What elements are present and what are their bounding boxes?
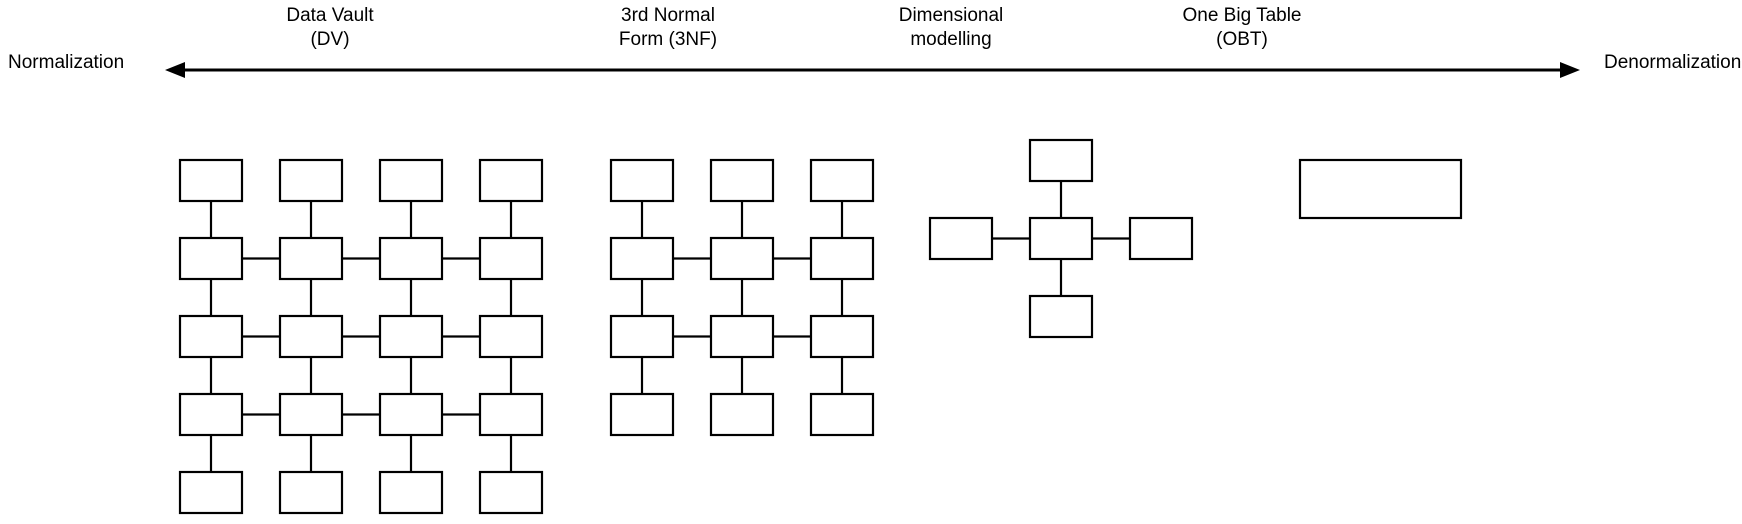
stage-label-data-vault: Data Vault (DV) <box>286 5 374 50</box>
normalization-axis <box>165 62 1580 78</box>
model-group-dimensional-modelling <box>928 138 1194 339</box>
table-node <box>478 470 544 515</box>
table-node <box>178 158 244 203</box>
table-node <box>278 392 344 437</box>
table-node <box>178 470 244 515</box>
dimension-node <box>1028 138 1094 183</box>
stage-label-dimensional-modelling: Dimensional modelling <box>898 5 1004 50</box>
dimension-node <box>1128 216 1194 261</box>
table-node <box>478 158 544 203</box>
table-node <box>809 392 875 437</box>
arrow-head-left-icon <box>165 62 185 78</box>
model-group-data-vault <box>178 158 544 515</box>
table-node <box>609 236 675 281</box>
table-node <box>178 392 244 437</box>
one-big-table-node <box>1298 158 1463 220</box>
dimension-node <box>1028 294 1094 339</box>
table-node <box>378 392 444 437</box>
table-node <box>178 236 244 281</box>
table-node <box>378 236 444 281</box>
table-node <box>378 314 444 359</box>
table-node <box>809 314 875 359</box>
table-node <box>278 158 344 203</box>
table-node <box>709 158 775 203</box>
table-node <box>709 236 775 281</box>
table-node <box>478 314 544 359</box>
table-node <box>278 470 344 515</box>
table-node <box>378 470 444 515</box>
model-group-one-big-table <box>1298 158 1463 220</box>
stage-label-one-big-table: One Big Table (OBT) <box>1182 5 1302 50</box>
arrow-head-right-icon <box>1560 62 1580 78</box>
fact-node <box>1028 216 1094 261</box>
table-node <box>709 314 775 359</box>
table-node <box>478 392 544 437</box>
table-node <box>178 314 244 359</box>
model-group-third-normal-form <box>609 158 875 437</box>
axis-label-normalization: Normalization <box>8 52 125 73</box>
table-node <box>478 236 544 281</box>
dimension-node <box>928 216 994 261</box>
table-node <box>609 158 675 203</box>
table-node <box>809 158 875 203</box>
table-node <box>378 158 444 203</box>
table-node <box>278 236 344 281</box>
stage-label-third-normal-form: 3rd Normal Form (3NF) <box>618 5 718 50</box>
axis-label-denormalization: Denormalization <box>1604 52 1742 73</box>
table-node <box>609 314 675 359</box>
table-node <box>709 392 775 437</box>
table-node <box>609 392 675 437</box>
table-node <box>809 236 875 281</box>
table-node <box>278 314 344 359</box>
